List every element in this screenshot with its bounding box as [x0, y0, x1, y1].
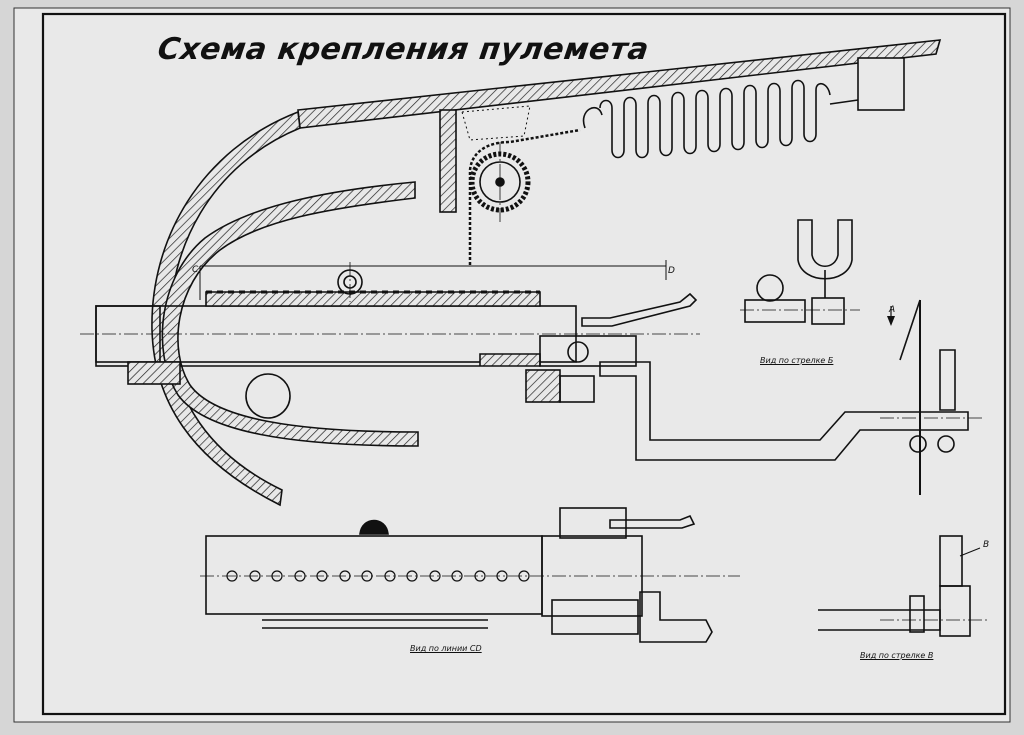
spring — [582, 79, 831, 159]
view-cd-detail — [205, 507, 713, 643]
view-b-caption: Вид по стрелке Б — [760, 356, 834, 365]
vertical-plate — [439, 109, 457, 213]
inner-bracket — [161, 181, 419, 447]
arrow-a-marker: А — [889, 305, 896, 315]
point-d-marker: D — [668, 266, 675, 276]
barrel-jacket — [205, 291, 541, 307]
mount-bracket — [539, 335, 637, 367]
cocking-lever — [581, 292, 698, 327]
view-cd-caption: Вид по линии CD — [410, 644, 482, 653]
view-b-detail — [744, 219, 853, 325]
drawing-frame — [41, 12, 1007, 716]
chain — [468, 128, 581, 265]
arrow-v-marker: В — [983, 540, 990, 550]
spring-anchor-block — [857, 57, 905, 111]
hole-row — [226, 570, 530, 582]
point-c-marker: C — [192, 265, 199, 275]
support-arm — [599, 361, 969, 461]
view-v-caption: Вид по стрелке В — [860, 651, 934, 660]
view-v-detail — [818, 535, 971, 637]
drawing-title: Схема крепления пулемета — [155, 32, 652, 67]
